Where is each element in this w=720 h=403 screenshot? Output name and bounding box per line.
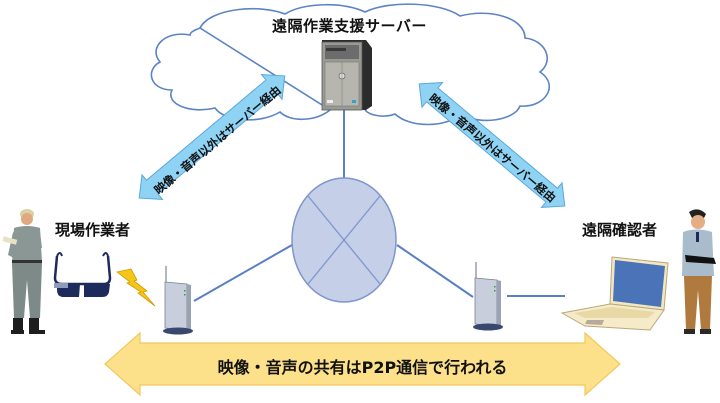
p2p-arrow-label: 映像・音声の共有はP2P通信で行われる — [217, 358, 508, 377]
wifi-router-icon — [163, 266, 193, 335]
office-worker-person-icon — [682, 209, 716, 334]
blue-double-arrow-right — [418, 82, 566, 208]
smart-glasses-icon — [53, 252, 112, 297]
field-worker-person-icon — [2, 209, 45, 334]
p2p-double-arrow — [104, 331, 621, 397]
laptop-icon — [560, 256, 669, 331]
link-network-router-left — [193, 244, 293, 302]
network-hub-icon — [291, 177, 397, 303]
server-tower-icon — [321, 40, 372, 111]
remote-viewer-label: 遠隔確認者 — [582, 221, 658, 239]
field-worker-label: 現場作業者 — [55, 221, 131, 239]
blue-double-arrow-left — [138, 74, 286, 200]
wifi-router-icon — [473, 262, 503, 331]
link-network-router-right — [396, 244, 474, 298]
lightning-bolt-icon — [116, 268, 156, 307]
server-label: 遠隔作業支援サーバー — [272, 17, 427, 35]
